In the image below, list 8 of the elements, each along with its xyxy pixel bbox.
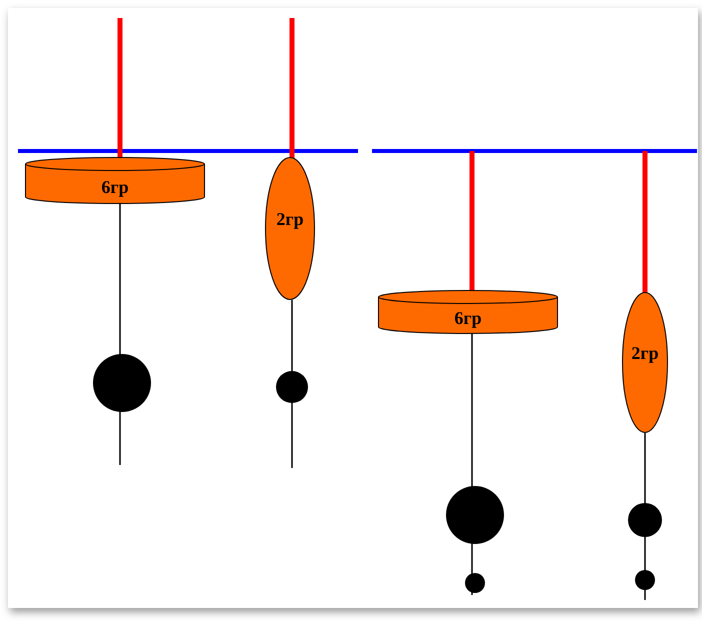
weight-label: 6гр [453,308,483,328]
weight-label: 2гр [630,342,660,362]
weight-label: 6гр [100,176,130,196]
cylinder-float [378,290,558,334]
oval-float [622,292,668,433]
oval-float [265,157,315,300]
cylinder-float [25,157,205,204]
weight-label: 2гр [275,208,305,228]
